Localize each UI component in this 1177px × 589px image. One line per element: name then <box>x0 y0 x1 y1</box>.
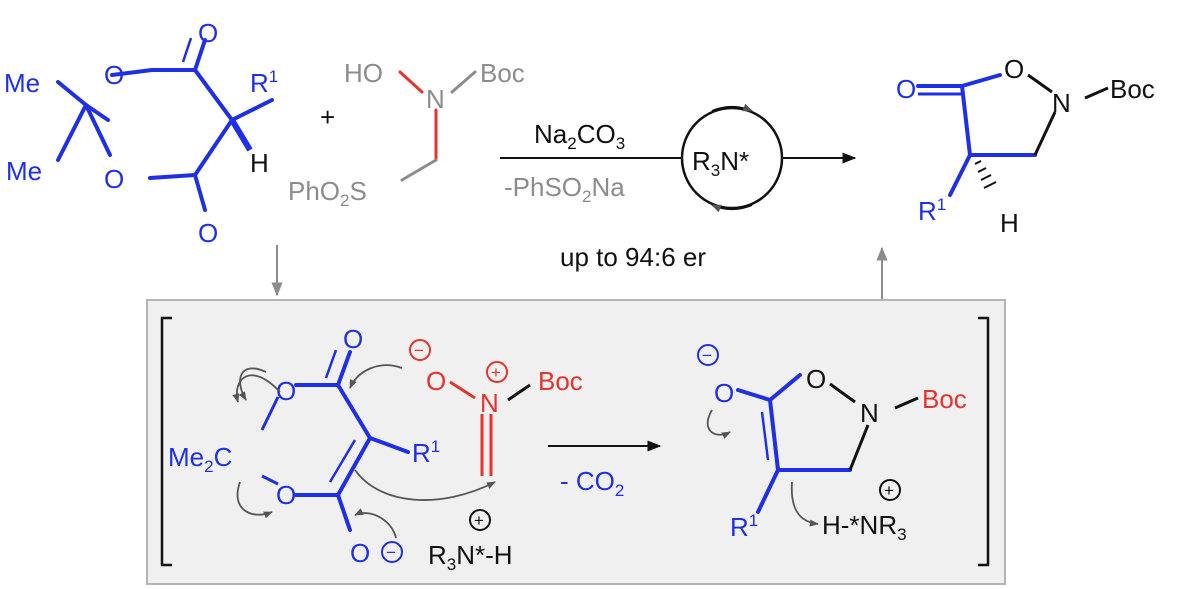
nitrone-oxygen: O <box>426 366 446 396</box>
mech-substituent-r1: R1 <box>412 437 440 468</box>
intermediate-nitrogen: N <box>860 398 879 428</box>
product-ring-oxygen: O <box>1004 54 1024 84</box>
enolate-isoxazole-intermediate: − O O N Boc R1 + H-*NR3 <box>697 344 967 544</box>
chiral-amine-catalyst: R3N* <box>692 146 749 180</box>
svg-text:−: − <box>702 346 712 365</box>
phenylsulfonyl-label: PhO2S <box>288 176 367 210</box>
nitrone-nitrogen: N <box>480 388 499 418</box>
intermediate-o-negative-charge: − <box>697 344 719 366</box>
mechanism-box <box>146 299 1006 585</box>
right-bracket <box>978 316 990 567</box>
nitrone-boc: Boc <box>538 366 583 396</box>
methyl-label-bottom: Me <box>6 156 42 186</box>
gem-dimethyl-carbon: Me2C <box>168 442 232 476</box>
svg-text:+: + <box>491 363 501 382</box>
hydroxyl-label: HO <box>344 58 383 88</box>
carbonyl-oxygen-bottom: O <box>198 218 218 248</box>
svg-text:−: − <box>414 341 424 360</box>
alpha-hydrogen: H <box>250 148 269 178</box>
hydroxylamine-reactant: HO N Boc PhO2S <box>288 58 525 210</box>
enantioselectivity-label: up to 94:6 er <box>560 242 706 272</box>
reaction-conditions: Na2CO3 -PhSO2Na R3N* up to 94:6 er <box>500 103 857 272</box>
ammonium-counterion: + R3N*-H <box>428 509 513 574</box>
mechanism-panel: O O O Me2C R1 O − <box>146 299 1006 585</box>
svg-text:−: − <box>386 543 396 562</box>
meldrums-acid-reactant: Me Me O O O O R1 H <box>4 18 278 248</box>
nitrone-intermediate: − + O N Boc <box>409 339 583 476</box>
intermediate-ring-oxygen: O <box>806 364 826 394</box>
boc-label: Boc <box>480 58 525 88</box>
product-boc: Boc <box>1110 74 1155 104</box>
nitrone-n-positive-charge: + <box>486 361 508 383</box>
byproduct-label: -PhSO2Na <box>504 172 625 206</box>
svg-text:H-*NR3: H-*NR3 <box>822 510 907 544</box>
svg-text:+: + <box>884 481 894 500</box>
nitrone-o-negative-charge: − <box>409 339 431 361</box>
plus-sign: + <box>320 102 335 132</box>
catalytic-cycle: R3N* <box>680 103 784 213</box>
carbonyl-oxygen-top: O <box>198 18 218 48</box>
enolate-oxygen: O <box>350 538 370 568</box>
base-reagent: Na2CO3 <box>534 119 625 153</box>
decarboxylation-label: - CO2 <box>560 466 624 500</box>
ammonium-proton-source: + H-*NR3 <box>822 479 907 544</box>
svg-text:+: + <box>474 511 484 530</box>
product-nitrogen: N <box>1052 88 1071 118</box>
mech-ring-oxygen-top: O <box>276 376 296 406</box>
product-substituent-r1: R1 <box>918 195 946 226</box>
svg-text:R3N*-H: R3N*-H <box>428 540 513 574</box>
ring-oxygen-bottom: O <box>104 164 124 194</box>
left-bracket <box>160 316 172 567</box>
mech-ring-oxygen-bottom: O <box>276 480 296 510</box>
intermediate-substituent-r1: R1 <box>730 511 758 542</box>
product-hydrogen: H <box>1000 208 1019 238</box>
intermediate-enolate-oxygen: O <box>714 378 734 408</box>
mech-carbonyl-oxygen: O <box>343 324 363 354</box>
methyl-label-top: Me <box>4 68 40 98</box>
ring-oxygen-top: O <box>104 60 124 90</box>
isoxazolidinone-product: O O N Boc R1 H <box>896 54 1155 238</box>
nitrogen-label: N <box>426 84 445 114</box>
enolate-negative-charge: − <box>381 541 403 563</box>
intermediate-boc: Boc <box>922 384 967 414</box>
substituent-r1: R1 <box>250 67 278 98</box>
product-carbonyl-oxygen: O <box>896 74 916 104</box>
